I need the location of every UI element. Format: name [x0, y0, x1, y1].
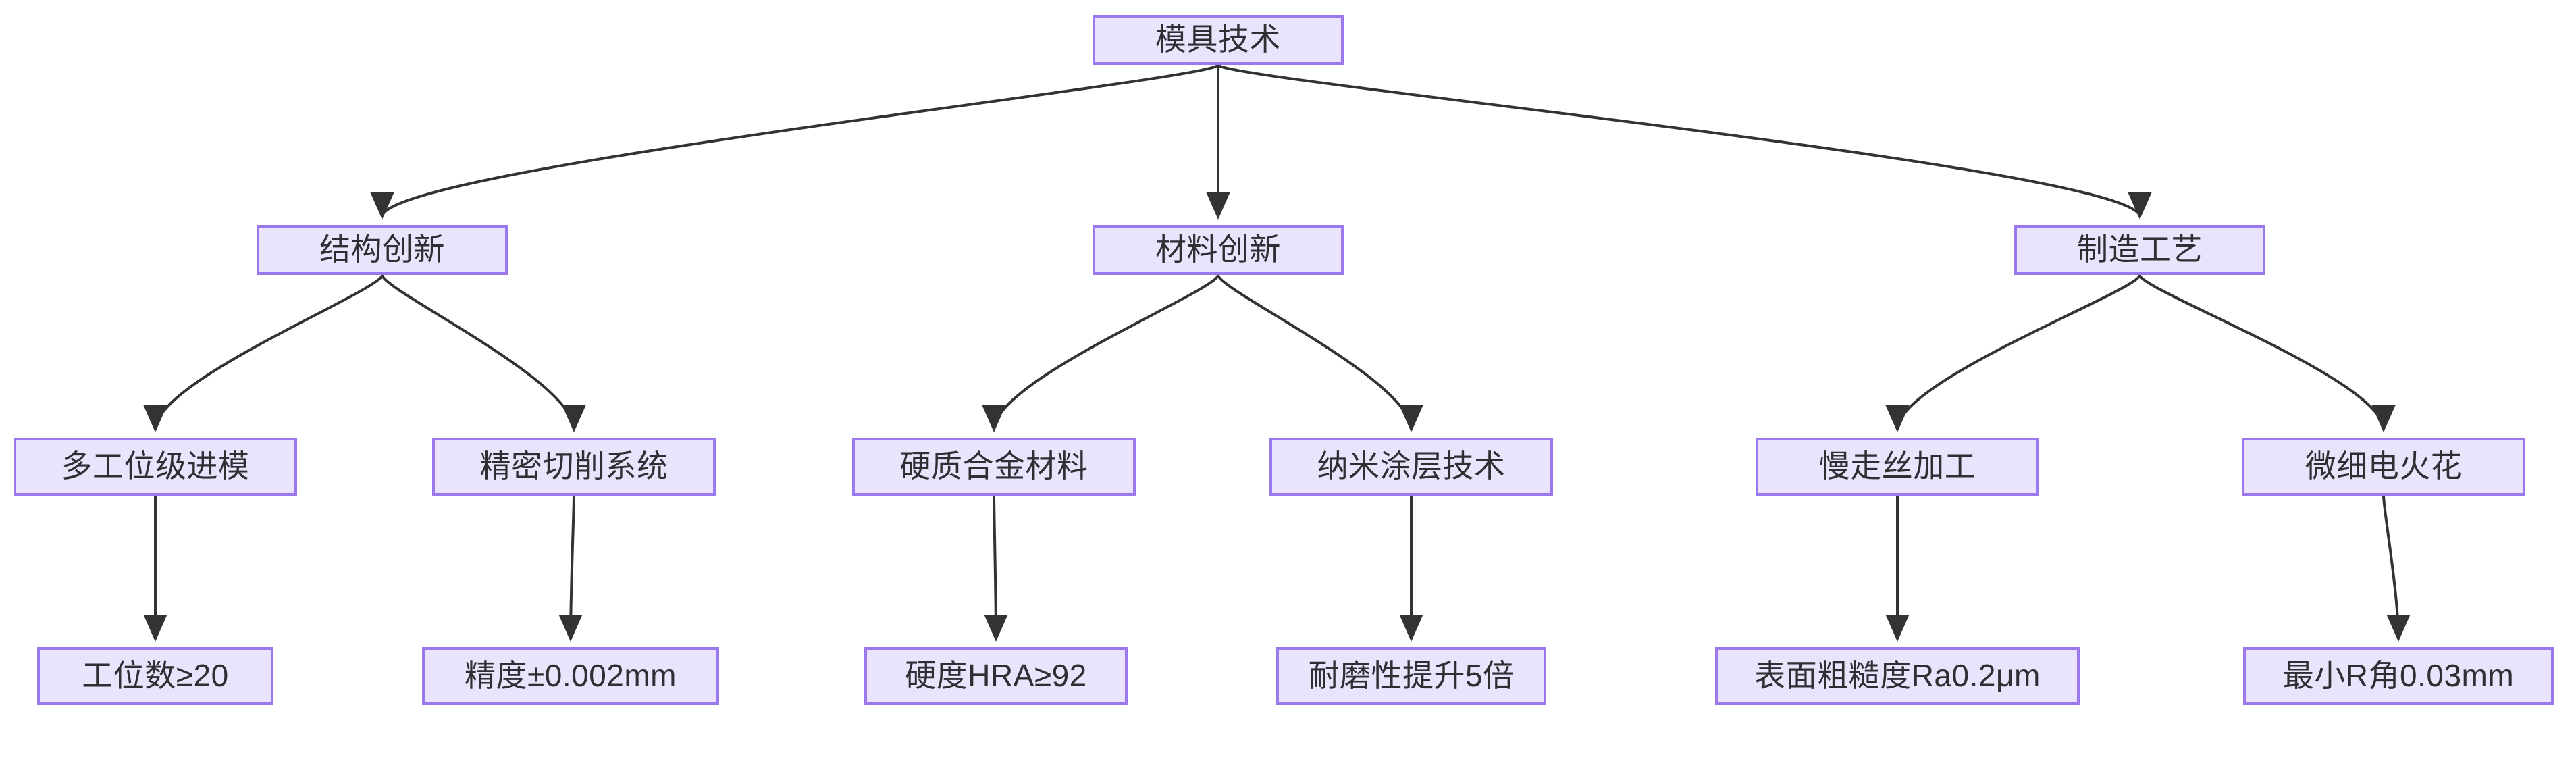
flowchart-node-label: 硬度HRA≥92: [905, 658, 1087, 694]
flowchart-node-cat3[interactable]: 制造工艺: [2014, 225, 2265, 275]
flowchart-node-label: 材料创新: [1155, 232, 1281, 267]
edge-tech6-to-spec6: [2382, 495, 2411, 642]
flowchart-node-tech5[interactable]: 慢走丝加工: [1756, 438, 2039, 496]
edge-cat1-to-tech1: [143, 274, 384, 432]
flowchart-node-label: 结构创新: [319, 232, 445, 267]
edge-tech3-to-spec3: [984, 495, 1008, 642]
flowchart-node-label: 慢走丝加工: [1818, 448, 1976, 484]
flowchart-node-label: 模具技术: [1155, 22, 1281, 57]
flowchart-node-tech4[interactable]: 纳米涂层技术: [1269, 438, 1553, 496]
flowchart-node-spec5[interactable]: 表面粗糙度Ra0.2μm: [1715, 647, 2080, 705]
flowchart-node-label: 耐磨性提升5倍: [1308, 658, 1515, 694]
flowchart-node-spec3[interactable]: 硬度HRA≥92: [864, 647, 1128, 705]
edge-cat3-to-tech6: [2138, 274, 2396, 432]
flowchart-node-label: 多工位级进模: [61, 448, 250, 484]
flowchart-node-cat1[interactable]: 结构创新: [257, 225, 508, 275]
flowchart-node-label: 表面粗糙度Ra0.2μm: [1754, 658, 2041, 694]
flowchart-node-label: 精密切削系统: [479, 448, 668, 484]
flowchart-node-label: 微细电火花: [2305, 448, 2463, 484]
edge-tech2-to-spec2: [558, 495, 583, 642]
flowchart-node-tech1[interactable]: 多工位级进模: [14, 438, 297, 496]
flowchart-node-root[interactable]: 模具技术: [1093, 15, 1344, 65]
flowchart-node-spec1[interactable]: 工位数≥20: [37, 647, 273, 705]
flowchart-node-spec6[interactable]: 最小R角0.03mm: [2243, 647, 2554, 705]
flowchart-node-label: 纳米涂层技术: [1317, 448, 1506, 484]
edge-cat2-to-tech4: [1217, 274, 1423, 432]
flowchart-node-label: 硬质合金材料: [899, 448, 1088, 484]
flowchart-node-label: 最小R角0.03mm: [2282, 658, 2515, 694]
flowchart-node-tech2[interactable]: 精密切削系统: [432, 438, 716, 496]
flowchart-node-label: 制造工艺: [2077, 232, 2203, 267]
flowchart-node-spec2[interactable]: 精度±0.002mm: [422, 647, 719, 705]
edge-cat1-to-tech2: [381, 274, 586, 432]
edge-cat2-to-tech3: [982, 274, 1219, 432]
edge-root-to-cat1: [371, 63, 1219, 220]
flowchart-node-tech6[interactable]: 微细电火花: [2242, 438, 2525, 496]
flowchart-node-tech3[interactable]: 硬质合金材料: [852, 438, 1136, 496]
edge-root-to-cat3: [1217, 63, 2151, 220]
flowchart-node-label: 精度±0.002mm: [465, 658, 677, 694]
edge-cat3-to-tech5: [1885, 274, 2141, 432]
flowchart-node-spec4[interactable]: 耐磨性提升5倍: [1276, 647, 1546, 705]
edge-group: [143, 63, 2411, 642]
flowchart-node-label: 工位数≥20: [82, 658, 229, 694]
flowchart-node-cat2[interactable]: 材料创新: [1093, 225, 1344, 275]
